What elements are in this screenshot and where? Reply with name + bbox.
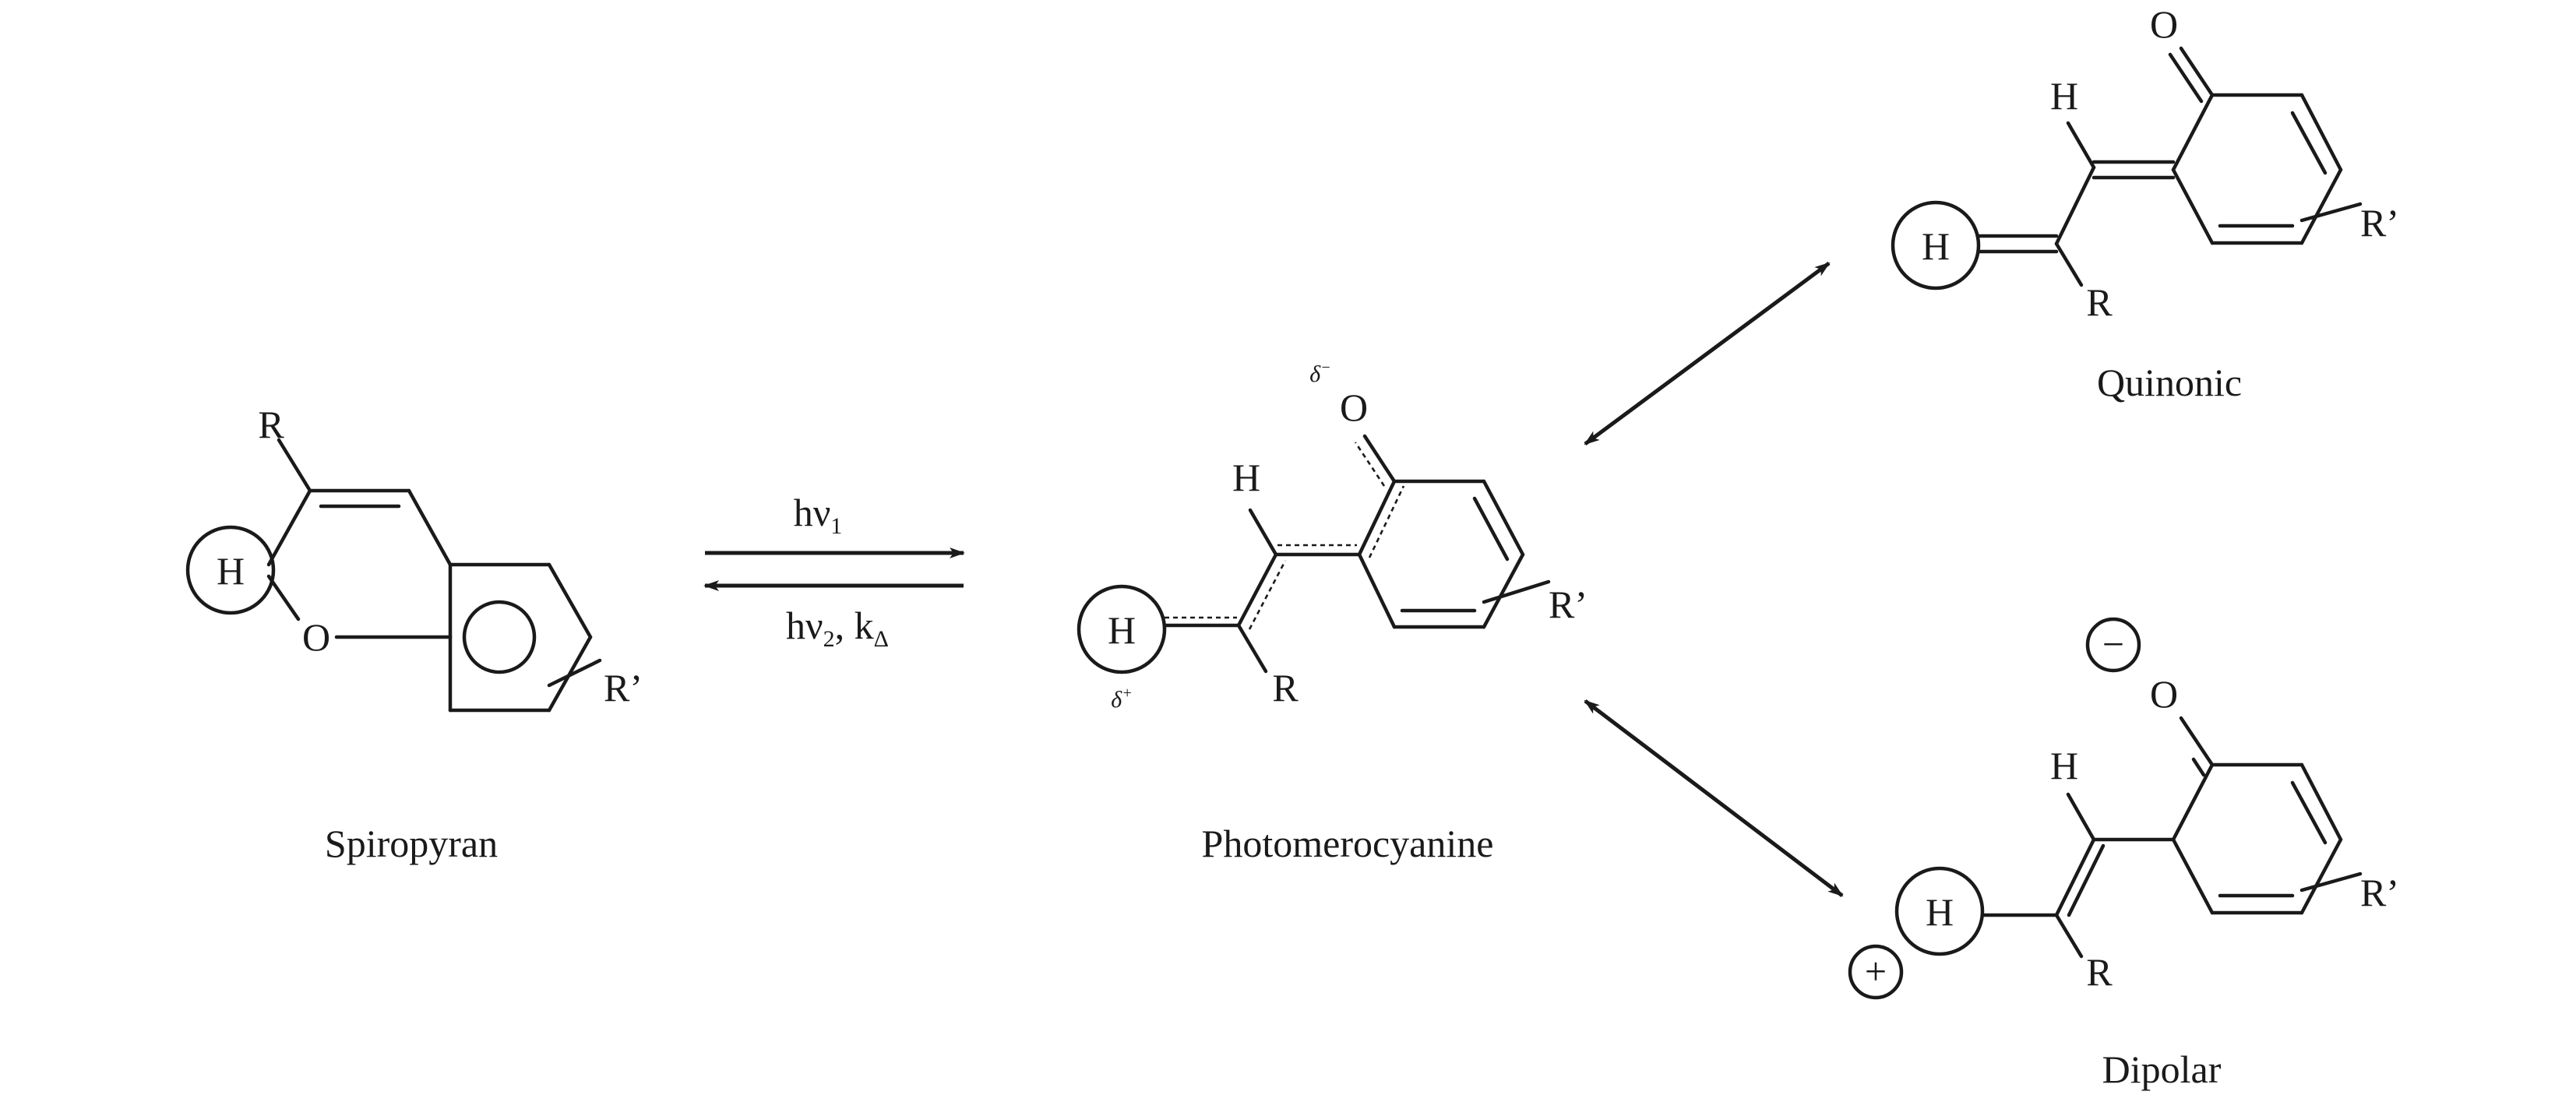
dipolar-bonds bbox=[1980, 716, 2363, 959]
spiropyran-bonds bbox=[266, 438, 602, 713]
h-group-circle bbox=[1891, 200, 1981, 290]
h-group-circle bbox=[1894, 866, 1985, 956]
dipolar-h-label: H bbox=[2050, 744, 2078, 787]
dipolar-r-label: R bbox=[2086, 950, 2113, 994]
photomerocyanine-r-label: R bbox=[1272, 666, 1299, 709]
negative-charge-circle bbox=[2085, 617, 2141, 673]
forward-condition-label: hν1 bbox=[794, 491, 843, 539]
equilibrium-arrows: hν1 hν2, kΔ bbox=[703, 491, 965, 652]
quinonic-bonds bbox=[1976, 46, 2363, 287]
positive-charge-label: + bbox=[1865, 949, 1887, 993]
dipolar-r-prime-label: R’ bbox=[2360, 871, 2399, 914]
dipolar-name: Dipolar bbox=[2102, 1047, 2222, 1091]
spiropyran-name: Spiropyran bbox=[325, 822, 498, 865]
h-group-circle bbox=[185, 525, 276, 615]
resonance-arrow-dipolar bbox=[1584, 699, 1844, 897]
delta-minus-label: δ− bbox=[1309, 359, 1330, 387]
quinonic-o-label: O bbox=[2150, 2, 2178, 46]
photomerocyanine-bonds bbox=[1162, 434, 1551, 674]
photomerocyanine-h-label: H bbox=[1232, 456, 1260, 499]
resonance-arrows bbox=[1584, 261, 1844, 897]
quinonic-structure: H H O R R’ Quinonic bbox=[1891, 2, 2399, 404]
reverse-condition-label: hν2, kΔ bbox=[786, 604, 889, 652]
quinonic-name: Quinonic bbox=[2097, 361, 2242, 404]
photomerocyanine-o-label: O bbox=[1340, 386, 1368, 429]
dipolar-o-label: O bbox=[2150, 672, 2178, 716]
photomerocyanine-structure: H H O R R’ δ− δ+ Photomerocyanine bbox=[1077, 359, 1588, 865]
spiropyran-structure: H R O R’ Spiropyran bbox=[185, 403, 643, 865]
h-group-circle bbox=[1077, 584, 1167, 674]
positive-charge-circle bbox=[1848, 944, 1904, 1000]
dipolar-h-circle-label: H bbox=[1926, 890, 1954, 934]
spiropyran-o-label: O bbox=[302, 615, 330, 659]
spiropyran-r-prime-label: R’ bbox=[604, 666, 643, 709]
negative-charge-label: − bbox=[2102, 622, 2124, 666]
photomerocyanine-name: Photomerocyanine bbox=[1202, 822, 1494, 865]
spiropyran-h-label: H bbox=[217, 549, 245, 593]
spiropyran-r-label: R bbox=[258, 403, 284, 446]
dipolar-structure: H − + H O R R’ Dipolar bbox=[1848, 617, 2399, 1091]
resonance-arrow-quinonic bbox=[1584, 261, 1831, 446]
photomerocyanine-h-circle-label: H bbox=[1108, 608, 1136, 652]
quinonic-r-label: R bbox=[2086, 280, 2113, 324]
quinonic-h-circle-label: H bbox=[1922, 224, 1950, 268]
quinonic-h-label: H bbox=[2050, 74, 2078, 118]
quinonic-r-prime-label: R’ bbox=[2360, 201, 2399, 245]
photomerocyanine-r-prime-label: R’ bbox=[1549, 583, 1588, 626]
delta-plus-label: δ+ bbox=[1111, 685, 1132, 713]
